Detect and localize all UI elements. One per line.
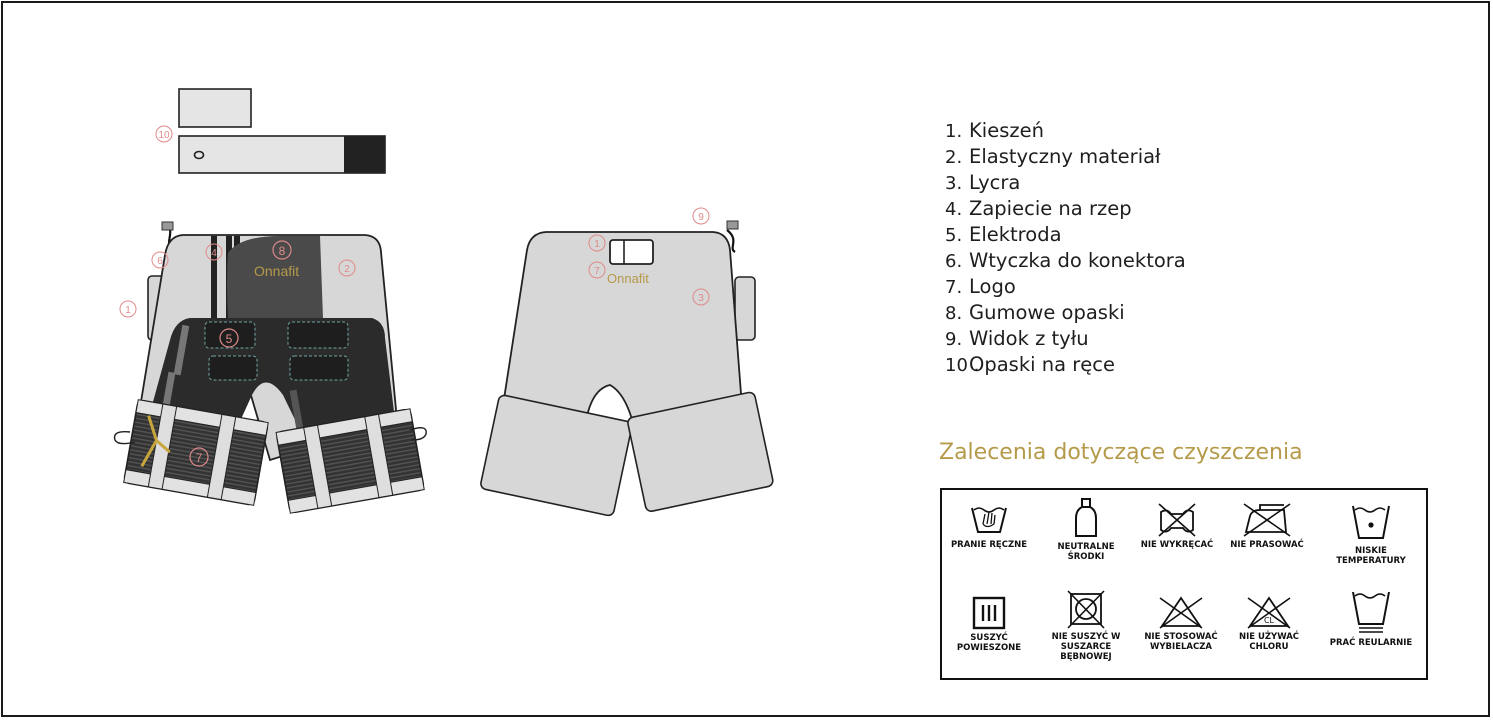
care-item: NEUTRALNE ŚRODKI: [1041, 496, 1131, 562]
no-tumble-dry-icon: [1065, 590, 1107, 630]
svg-text:9: 9: [698, 212, 704, 223]
front-brand-logo: Onnafit: [254, 263, 299, 279]
detergent-bottle-icon: [1066, 496, 1106, 540]
legend-item: 10 .Opaski na ręce: [945, 352, 1186, 378]
svg-text:7: 7: [594, 266, 600, 277]
legend-item: 3.Lycra: [945, 170, 1186, 196]
legend-item: 5.Elektroda: [945, 222, 1186, 248]
svg-text:2: 2: [344, 264, 350, 275]
svg-text:7: 7: [196, 451, 203, 465]
care-item: SUSZYĆ POWIESZONE: [944, 595, 1034, 653]
legend-item: 4.Zapiecie na rzep: [945, 196, 1186, 222]
connector-plug-icon: [727, 221, 738, 229]
legend-item: 2.Elastyczny materiał: [945, 144, 1186, 170]
regular-wash-icon: [1350, 588, 1392, 636]
marker-10: 10: [156, 126, 172, 142]
svg-text:CL: CL: [1264, 616, 1275, 625]
arm-bands: [179, 89, 385, 173]
legend-item: 7.Logo: [945, 274, 1186, 300]
hand-wash-icon: [969, 502, 1009, 538]
marker-1: 1: [120, 301, 136, 317]
care-item: NIE STOSOWAĆ WYBIELACZA: [1136, 594, 1226, 652]
electrode: [209, 356, 257, 380]
svg-text:1: 1: [125, 305, 131, 316]
back-pocket-slot: [610, 240, 653, 264]
garment-diagram: Onnafit Onnafit 10 4 8 2 6 1 5 7 9 1 7 3: [0, 0, 940, 720]
care-item: PRANIE RĘCZNE: [944, 502, 1034, 550]
care-item: NIE SUSZYĆ W SUSZARCE BĘBNOWEJ: [1041, 590, 1131, 662]
care-item: PRAĆ REULARNIE: [1326, 588, 1416, 648]
svg-text:10: 10: [158, 130, 170, 141]
svg-text:3: 3: [698, 293, 704, 304]
no-chlorine-icon: CL: [1244, 594, 1294, 630]
legend-item: 6.Wtyczka do konektora: [945, 248, 1186, 274]
care-item: NISKIE TEMPERATURY: [1326, 500, 1416, 566]
arm-band-small: [179, 89, 251, 127]
back-brand-logo: Onnafit: [607, 271, 649, 286]
care-item: NIE PRASOWAĆ: [1222, 502, 1312, 550]
svg-text:4: 4: [211, 248, 217, 259]
no-bleach-icon: [1156, 594, 1206, 630]
marker-9: 9: [693, 208, 709, 224]
parts-legend: 1.Kieszeń 2.Elastyczny materiał 3.Lycra …: [945, 118, 1186, 378]
legend-item: 8.Gumowe opaski: [945, 300, 1186, 326]
svg-text:6: 6: [157, 256, 163, 267]
svg-text:8: 8: [279, 244, 286, 258]
svg-text:1: 1: [594, 239, 600, 250]
svg-text:5: 5: [226, 332, 233, 346]
line-dry-icon: [971, 595, 1007, 631]
electrode: [290, 356, 348, 380]
back-view: Onnafit: [480, 221, 774, 516]
back-pocket: [735, 277, 755, 340]
no-iron-icon: [1240, 502, 1294, 538]
care-item: NIE WYKRĘCAĆ: [1132, 502, 1222, 550]
legend-item: 1.Kieszeń: [945, 118, 1186, 144]
no-wring-icon: [1155, 502, 1199, 538]
connector-plug-icon: [162, 222, 173, 230]
care-title: Zalecenia dotyczące czyszczenia: [939, 440, 1303, 465]
care-item: CL NIE UŻYWAĆ CHLORU: [1224, 594, 1314, 652]
back-leg-band-left: [480, 394, 633, 516]
low-temp-wash-icon: [1350, 500, 1392, 544]
arm-band-strap: [344, 136, 385, 173]
electrode: [288, 322, 348, 348]
legend-item: 9.Widok z tyłu: [945, 326, 1186, 352]
care-symbols-box: PRANIE RĘCZNE NEUTRALNE ŚRODKI NIE WYKRĘ…: [940, 488, 1428, 680]
